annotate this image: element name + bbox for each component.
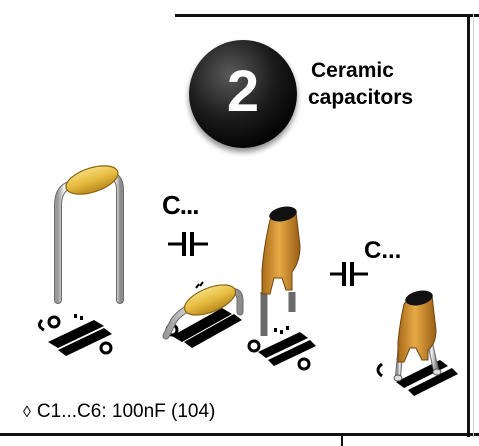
title-line-2: capacitors xyxy=(308,86,414,109)
component-note-text: C1...C6: 100nF (104) xyxy=(36,401,216,422)
pcb-footprint-icon xyxy=(37,314,113,356)
capacitor-symbol-icon xyxy=(168,232,208,256)
frame-bottom-line xyxy=(0,433,479,436)
pcb-footprint-icon xyxy=(247,326,316,371)
frame-right-line xyxy=(467,14,470,437)
title-line-1: Ceramic xyxy=(311,59,394,82)
capacitor-label-large: C... xyxy=(364,237,402,264)
frame-divider-line xyxy=(341,436,343,446)
frame-right-accent xyxy=(473,14,474,437)
axial-capacitor-upright xyxy=(54,165,124,304)
capacitor-label-small: C... xyxy=(162,190,199,220)
step-number: 2 xyxy=(226,59,260,124)
disc-capacitor-mounted xyxy=(376,290,458,396)
capacitor-symbol-icon xyxy=(330,262,368,286)
frame-top-line xyxy=(175,14,479,17)
component-note: ◊ C1...C6: 100nF (104) xyxy=(23,401,215,423)
disc-capacitor-upright xyxy=(260,206,301,336)
axial-capacitor-mounted xyxy=(162,281,244,348)
step-badge: 2 xyxy=(189,40,297,148)
diamond-bullet-icon: ◊ xyxy=(23,404,31,421)
section-title: Ceramic capacitors xyxy=(308,57,413,111)
